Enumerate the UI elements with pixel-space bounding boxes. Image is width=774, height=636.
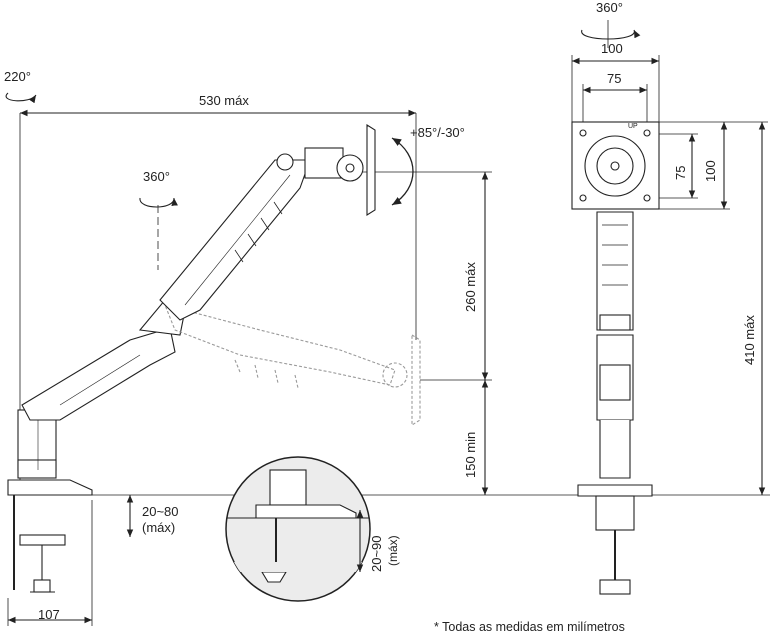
front-view [571,20,768,595]
side-view [5,92,770,626]
clamp-detail [225,456,371,602]
upper-arm [159,159,311,321]
vesa-outer-width-label: 100 [601,41,623,56]
base-rotation-label: 220° [4,69,31,84]
lower-arm [21,327,176,421]
desk-thickness-note: (máx) [142,520,176,535]
front-upper-arm [596,211,634,331]
ghost-arm [164,304,421,426]
total-height-label: 410 máx [742,315,757,365]
front-clamp [595,495,635,531]
clamp-knob [33,579,51,593]
arm-reach-label: 530 máx [199,93,249,108]
height-min-label: 150 min [463,431,478,478]
footnote: * Todas as medidas em milímetros [434,620,625,634]
desk-thickness-label: 20~80 [142,504,179,519]
height-max-label: 260 máx [463,262,478,312]
clamp-range-note: (máx) [386,535,400,566]
swivel-label: 360° [143,169,170,184]
vesa-inner-width-label: 75 [607,71,622,86]
base-plate [7,479,93,496]
front-base [577,484,653,497]
clamp-jaw [19,534,66,546]
front-rotation-label: 360° [596,0,623,15]
clamp-range-label: 20~90 [369,535,384,572]
swivel-arrow [139,197,178,208]
up-marker: UP [628,123,638,130]
vesa-inner-height-label: 75 [673,165,688,180]
tilt-label: +85°/-30° [410,125,465,140]
vesa-plate-side [366,124,376,216]
tilt-arrow [391,137,414,206]
tilt-joint [336,154,364,182]
vesa-outer-height-label: 100 [703,160,718,182]
clamp-depth-label: 107 [38,607,60,622]
base-rotation-arrow [5,92,37,104]
